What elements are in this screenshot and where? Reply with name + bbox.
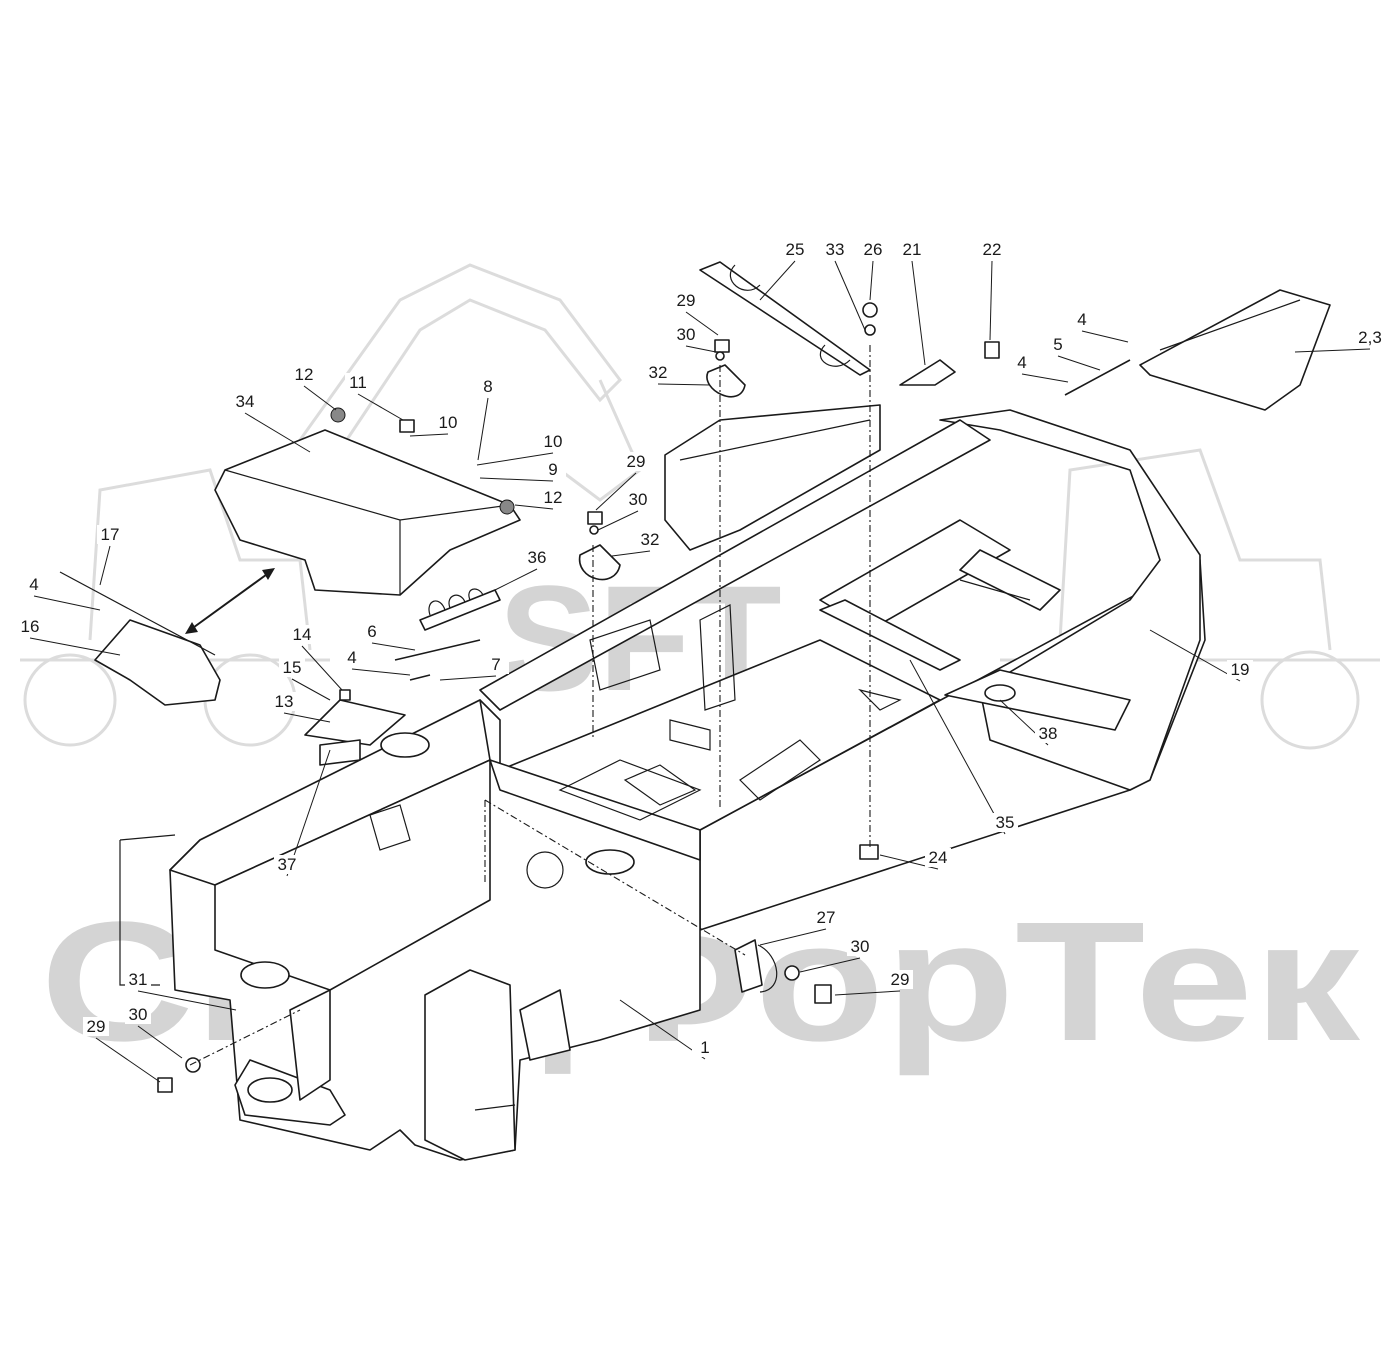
callout-leader-7 [439, 675, 497, 681]
callout-label-24: 24 [929, 848, 948, 867]
callout-leader-16 [29, 637, 121, 656]
callout-label-4: 4 [347, 648, 356, 667]
callout-label-8: 8 [483, 377, 492, 396]
callout-label-33: 33 [826, 240, 845, 259]
callout-label-10: 10 [544, 432, 563, 451]
callout-leader-27 [759, 928, 827, 946]
callout-leader-29 [834, 990, 901, 996]
callout-label-2-3: 2,3 [1358, 328, 1382, 347]
callout-leader-30 [685, 345, 717, 353]
callout-leader-33 [834, 260, 866, 331]
callout-label-19: 19 [1231, 660, 1250, 679]
callout-label-25: 25 [786, 240, 805, 259]
callout-leader-21 [911, 260, 926, 366]
callout-label-10: 10 [439, 413, 458, 432]
callout-leader-4 [1081, 330, 1129, 343]
bracket-25 [699, 261, 871, 376]
callout-leader-10 [409, 433, 449, 437]
callout-leader-15 [291, 678, 331, 701]
callout-leader-11 [357, 393, 404, 421]
callout-label-16: 16 [21, 617, 40, 636]
callout-label-27: 27 [817, 908, 836, 927]
callout-label-31: 31 [129, 970, 148, 989]
callout-leader-1 [619, 999, 706, 1060]
callout-label-21: 21 [903, 240, 922, 259]
callout-leader-5 [1057, 355, 1101, 371]
callout-label-22: 22 [983, 240, 1002, 259]
callout-label-13: 13 [275, 692, 294, 711]
callout-leader-4 [351, 668, 411, 676]
callout-leader-29 [595, 472, 637, 511]
callout-label-30: 30 [677, 325, 696, 344]
callout-leader-4 [33, 595, 101, 611]
callout-label-37: 37 [278, 855, 297, 874]
callout-leader-32 [657, 383, 711, 386]
callout-label-4: 4 [29, 575, 38, 594]
callout-label-1: 1 [700, 1038, 709, 1057]
callout-leader-31 [137, 990, 237, 1011]
callout-label-9: 9 [548, 460, 557, 479]
callout-leader-35 [909, 659, 1006, 835]
callout-label-15: 15 [283, 658, 302, 677]
callout-label-36: 36 [528, 548, 547, 567]
callout-label-26: 26 [864, 240, 883, 259]
callout-label-30: 30 [851, 937, 870, 956]
side-panel-2-3 [1139, 289, 1331, 411]
callout-leader-13 [283, 712, 331, 723]
callout-leader-9 [479, 477, 554, 482]
callout-label-29: 29 [891, 970, 910, 989]
callout-leader-14 [301, 645, 343, 691]
callout-leader-36 [494, 568, 538, 591]
callout-label-12: 12 [544, 488, 563, 507]
callout-label-12: 12 [295, 365, 314, 384]
callout-leader-8 [477, 397, 489, 461]
callout-label-11: 11 [349, 373, 367, 392]
callout-label-6: 6 [367, 622, 376, 641]
callout-label-4: 4 [1017, 353, 1026, 372]
callout-leader-29 [685, 311, 719, 336]
callout-label-32: 32 [641, 530, 660, 549]
callout-label-7: 7 [491, 655, 500, 674]
callout-label-30: 30 [129, 1005, 148, 1024]
main-frame [119, 404, 1206, 1161]
callout-leader-32 [611, 550, 651, 557]
callout-label-30: 30 [629, 490, 648, 509]
watermark-excavator-icon [297, 263, 642, 502]
callout-label-38: 38 [1039, 724, 1058, 743]
alignment-lines [189, 345, 871, 1066]
callout-label-29: 29 [677, 291, 696, 310]
callout-leader-10 [476, 452, 554, 466]
callout-leader-26 [869, 260, 874, 301]
callout-label-29: 29 [627, 452, 646, 471]
callout-label-32: 32 [649, 363, 668, 382]
callout-leader-25 [759, 260, 796, 301]
callout-leader-12 [303, 385, 337, 411]
callout-leader-4 [1021, 373, 1069, 383]
callout-leader-12 [514, 504, 554, 510]
callout-label-17: 17 [101, 525, 120, 544]
callout-label-5: 5 [1053, 335, 1062, 354]
callout-label-4: 4 [1077, 310, 1086, 329]
callout-label-35: 35 [996, 813, 1015, 832]
callout-leader-29 [95, 1037, 161, 1083]
callout-leader-17 [99, 545, 111, 586]
callout-leader-30 [137, 1025, 183, 1059]
cover-panel-34 [214, 429, 521, 596]
callout-leader-30 [597, 510, 639, 531]
callout-leader-19 [1149, 629, 1241, 682]
callout-leader-34 [244, 412, 311, 453]
callout-leader-30 [799, 957, 861, 973]
callout-leader-22 [989, 260, 993, 341]
callout-leader-2-3 [1294, 348, 1371, 353]
callout-label-34: 34 [236, 392, 255, 411]
callout-label-14: 14 [293, 625, 312, 644]
callout-label-29: 29 [87, 1017, 106, 1036]
callout-leader-6 [371, 642, 416, 651]
double-arrow [185, 568, 275, 634]
